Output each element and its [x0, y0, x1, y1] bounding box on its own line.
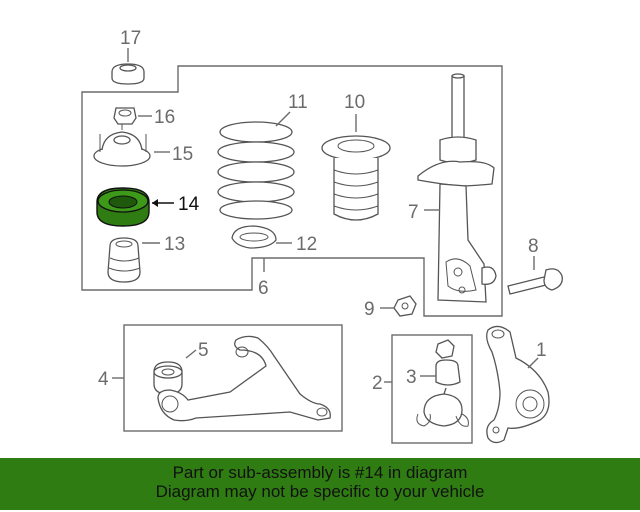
ball-joint-group-box	[391, 334, 473, 444]
part-14-spring-seat[interactable]	[96, 187, 174, 227]
part-info-banner: Part or sub-assembly is #14 in diagram D…	[0, 458, 640, 510]
banner-line-1: Part or sub-assembly is #14 in diagram	[172, 463, 468, 482]
part-9-nut[interactable]	[380, 295, 417, 317]
strut-assembly-outline	[81, 65, 503, 317]
part-1-knuckle[interactable]	[486, 325, 550, 444]
banner-line-2: Diagram may not be specific to your vehi…	[155, 482, 485, 501]
callout-6: 6	[258, 278, 269, 299]
callout-2: 2	[372, 373, 383, 394]
callout-17: 17	[120, 28, 141, 49]
callout-13: 13	[164, 234, 185, 255]
part-7-strut[interactable]	[417, 73, 497, 303]
parts-diagram: 17 16 15 14 13 11 12 6 10 7 8 9 5 4 3 2 …	[81, 28, 563, 444]
part-5-bushing[interactable]	[153, 349, 197, 395]
callout-14: 14	[178, 194, 200, 215]
callout-15: 15	[172, 144, 193, 165]
callout-8: 8	[528, 236, 539, 257]
callout-5: 5	[198, 340, 209, 361]
callout-10: 10	[344, 92, 365, 113]
callout-11: 11	[288, 92, 308, 113]
part-3-ball-joint[interactable]	[416, 339, 469, 427]
part-4-lower-arm[interactable]	[112, 335, 331, 422]
callout-1: 1	[536, 340, 547, 361]
part-13-bump-stop[interactable]	[107, 237, 160, 283]
callout-16: 16	[154, 107, 175, 128]
part-8-bolt[interactable]	[507, 256, 563, 295]
callout-4: 4	[98, 369, 109, 390]
part-11-coil-spring[interactable]	[217, 111, 295, 220]
callout-12: 12	[296, 234, 317, 255]
part-15-strut-mount[interactable]	[93, 124, 170, 167]
callout-3: 3	[406, 367, 417, 388]
part-10-dust-boot[interactable]	[321, 114, 391, 221]
part-16-nut[interactable]	[113, 107, 152, 125]
part-12-spring-insulator[interactable]	[231, 225, 292, 249]
callout-9: 9	[364, 299, 375, 320]
callout-7: 7	[408, 202, 419, 223]
part-17-cap[interactable]	[111, 48, 145, 85]
